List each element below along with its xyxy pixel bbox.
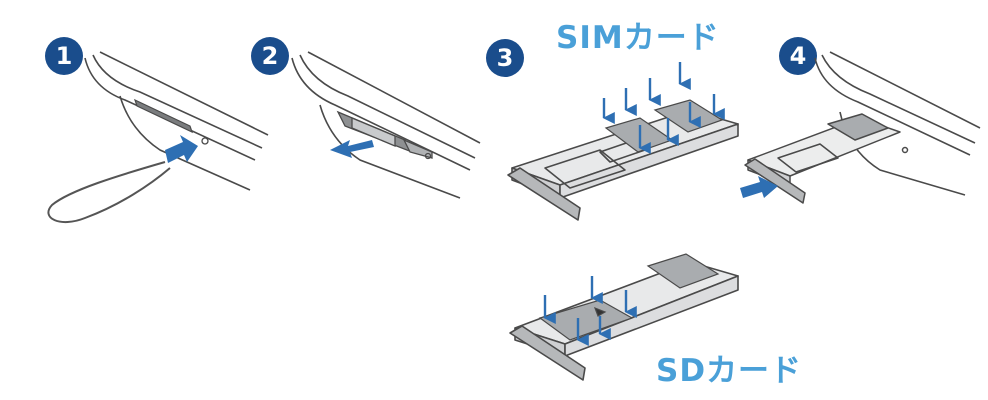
step-1-insert-arrow-icon [165, 135, 198, 163]
sd-insert-arrows-icon [543, 276, 637, 346]
sim-tray [507, 109, 739, 221]
step-2-pull-arrow-icon [330, 140, 374, 158]
step-2-tray [336, 110, 433, 160]
sd-tray-sim-card [646, 253, 720, 289]
sd-card [538, 299, 634, 341]
step-1-tray-slot [133, 98, 209, 145]
sim-card-right [653, 99, 724, 133]
step-4-tray [744, 113, 909, 204]
sim-insert-arrows-icon [602, 62, 725, 154]
step-4-insert-arrow-icon [740, 176, 778, 198]
sim-card-label: SIMカード [556, 20, 720, 56]
step-1-badge: 1 [45, 37, 83, 75]
step-3-badge: 3 [486, 39, 524, 77]
step-2-badge: 2 [251, 37, 289, 75]
ejection-pin-icon [47, 161, 171, 223]
step-1-phone-edge [84, 51, 269, 191]
sd-card-label: SDカード [656, 353, 803, 389]
step-2-phone-edge [291, 51, 481, 199]
step-4-badge: 4 [779, 37, 817, 75]
